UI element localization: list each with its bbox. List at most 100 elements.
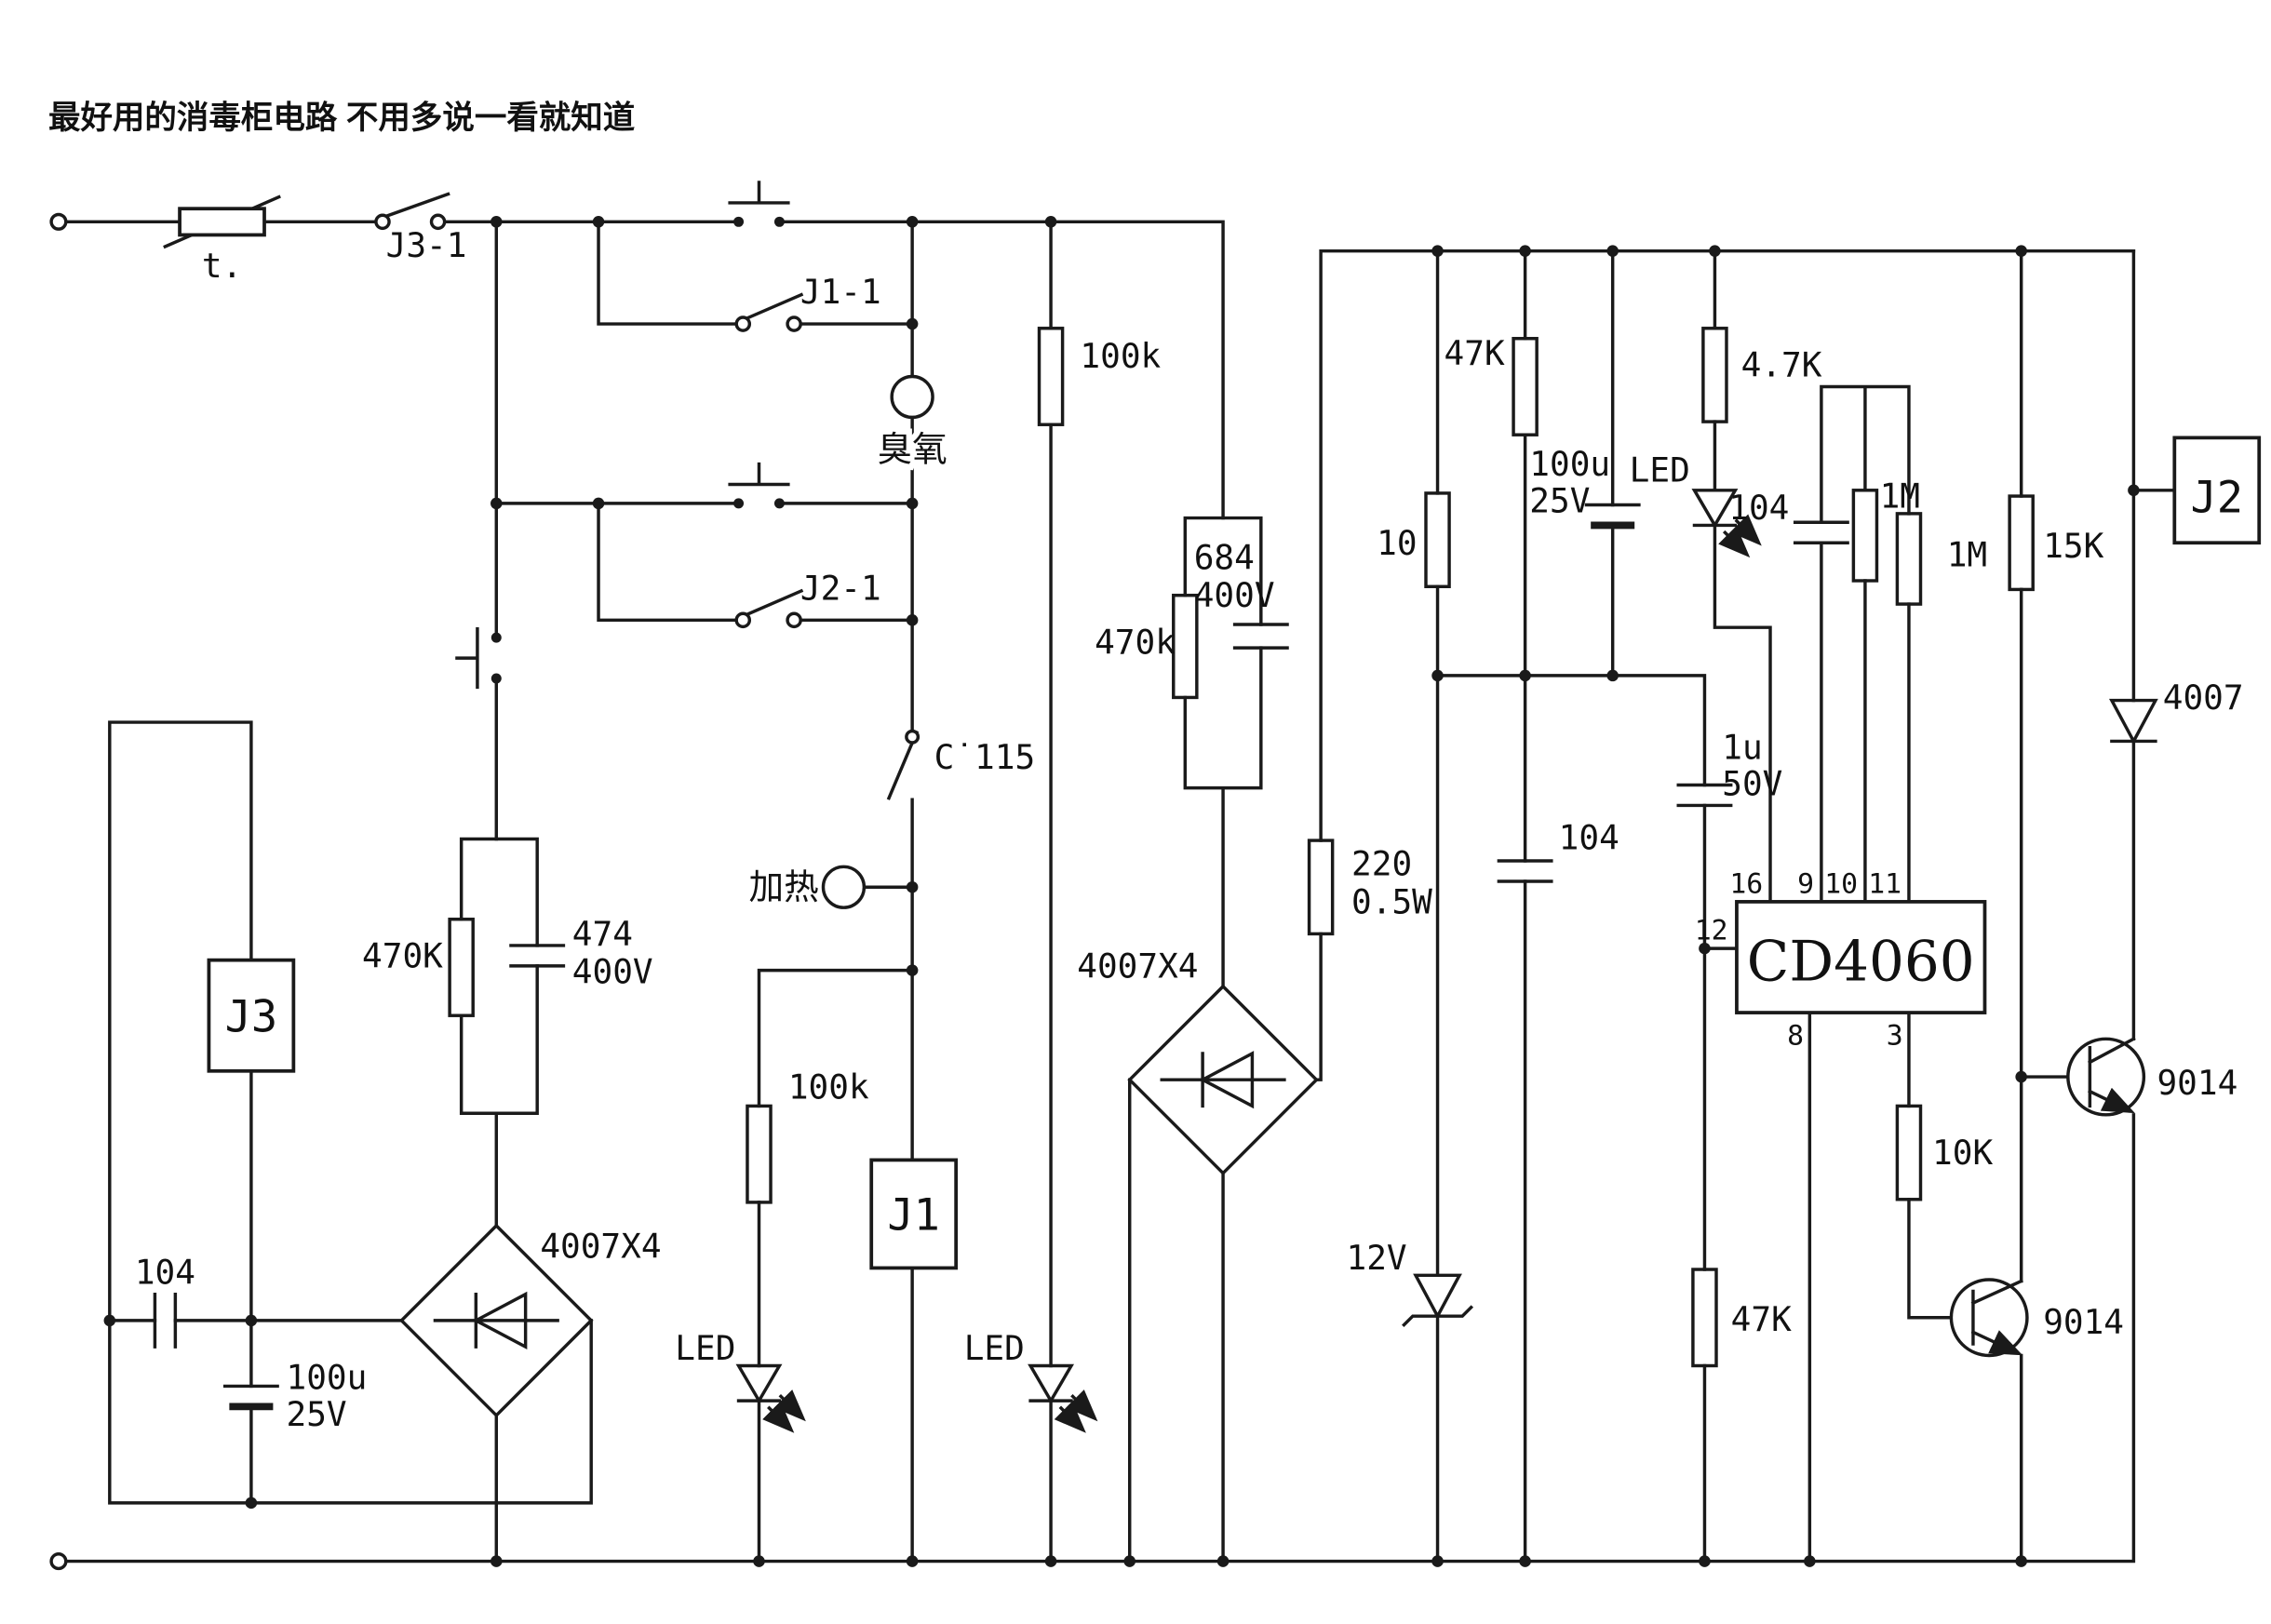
thermal-switch-contact xyxy=(905,729,920,745)
led-heat xyxy=(735,1363,806,1433)
resistor-10-label: 10 xyxy=(1377,524,1417,563)
ozone-lamp-label: 臭氧 xyxy=(878,429,947,468)
pin-3-label: 3 xyxy=(1887,1020,1903,1053)
resistor-15K xyxy=(2008,494,2035,592)
cap-1u-voltage-label: 50V xyxy=(1722,764,1782,803)
resistor-47K-bottom-label: 47K xyxy=(1731,1300,1792,1339)
ozone-lamp-symbol xyxy=(890,374,934,420)
resistor-220 xyxy=(1307,839,1335,936)
bridge2-label: 4007X4 xyxy=(1077,946,1198,986)
capacitors xyxy=(153,503,1849,1411)
cap-104-mid xyxy=(1497,859,1553,883)
cap-104-left-label: 104 xyxy=(135,1254,195,1293)
resistor-100k-ozone xyxy=(1037,327,1065,426)
relay-j2-label: J2 xyxy=(2190,472,2243,523)
relay-contact-j3-1-label: J3-1 xyxy=(386,226,467,265)
cap-100u-right-label: 100u xyxy=(1529,445,1610,484)
mains-terminal-bottom xyxy=(49,1552,68,1571)
switch-symbols xyxy=(163,181,920,800)
relay-j2-box xyxy=(2172,436,2262,545)
cap-684 xyxy=(1232,623,1289,650)
resistor-4-7K xyxy=(1701,327,1728,423)
zener-diode-12v xyxy=(1402,1273,1474,1328)
bridge-rectifier-1 xyxy=(398,1223,594,1418)
relay-contact-j2-1-label: J2-1 xyxy=(800,569,881,608)
pin-11-label: 11 xyxy=(1868,868,1901,901)
resistor-470K-label: 470K xyxy=(362,936,443,975)
resistor-10 xyxy=(1424,491,1451,588)
transistor-q2-9014 xyxy=(1949,1278,2029,1358)
heat-lamp-label: 加热 xyxy=(749,867,819,906)
cap-474 xyxy=(509,944,566,968)
cap-474-label: 474 xyxy=(572,915,633,954)
diode-4007-label: 4007 xyxy=(2163,678,2244,718)
pin-12-label: 12 xyxy=(1695,915,1728,947)
junction-dots xyxy=(103,216,2140,1567)
thermal-switch-label: C˙115 xyxy=(934,738,1036,777)
cap-104-mid-label: 104 xyxy=(1559,818,1619,857)
cap-474-voltage-label: 400V xyxy=(572,953,653,992)
resistor-1M-b-label: 1M xyxy=(1947,535,1987,574)
contact-circle xyxy=(786,315,802,332)
cap-1u xyxy=(1676,783,1733,808)
pin-8-label: 8 xyxy=(1787,1020,1804,1053)
resistor-470K xyxy=(448,918,475,1017)
resistor-1M-a xyxy=(1851,489,1879,583)
resistor-100k-heat xyxy=(746,1104,773,1204)
resistor-47K-top xyxy=(1512,337,1539,436)
cap-104-osc-label: 104 xyxy=(1728,489,1789,528)
thermistor-label: t. xyxy=(202,247,242,286)
cap-100u-right-voltage-label: 25V xyxy=(1529,481,1590,520)
relay-j1-label: J1 xyxy=(887,1190,940,1241)
led-power xyxy=(1691,489,1762,558)
resistor-470k-mid xyxy=(1172,593,1199,700)
cd4060-label: CD4060 xyxy=(1747,931,1975,995)
resistor-10K-label: 10K xyxy=(1932,1134,1993,1173)
cap-104-osc xyxy=(1793,520,1849,544)
relay-j3-box xyxy=(207,958,296,1073)
mains-terminal-top xyxy=(49,212,68,231)
resistors xyxy=(448,327,2035,1368)
cap-100u-left-voltage-label: 25V xyxy=(287,1395,347,1434)
contact-circle xyxy=(734,315,752,332)
cd4060-ic-box xyxy=(1735,900,1987,1014)
cap-1u-label: 1u xyxy=(1722,728,1762,767)
cap-684-label: 684 xyxy=(1194,538,1255,577)
thermistor-body xyxy=(178,207,266,237)
relay-j3-label: J3 xyxy=(225,991,278,1042)
relay-contact-j1-1-label: J1-1 xyxy=(800,273,881,312)
cap-104-left xyxy=(153,1292,178,1349)
contact-circle xyxy=(374,213,391,231)
led-ozone xyxy=(1028,1363,1098,1433)
bridge-rectifier-2 xyxy=(1127,984,1319,1175)
page-title: 最好用的消毒柜电路 不用多说一看就知道 xyxy=(48,101,636,136)
resistor-47K-bottom xyxy=(1691,1268,1718,1368)
resistor-470k-mid-label: 470k xyxy=(1095,623,1176,662)
resistor-220-power-label: 0.5W xyxy=(1351,882,1432,921)
transistor-q2-label: 9014 xyxy=(2043,1303,2124,1342)
diode-4007 xyxy=(2109,698,2158,745)
bridge1-label: 4007X4 xyxy=(540,1227,661,1266)
relay-j1-box xyxy=(869,1158,959,1270)
led-heat-label: LED xyxy=(675,1329,735,1368)
heat-lamp-symbol xyxy=(821,865,867,909)
led-ozone-label: LED xyxy=(964,1329,1025,1368)
resistor-15K-label: 15K xyxy=(2043,527,2103,566)
wires xyxy=(64,220,2177,1564)
transistor-q1-label: 9014 xyxy=(2157,1064,2237,1103)
resistor-47K-top-label: 47K xyxy=(1445,334,1505,373)
pin-10-label: 10 xyxy=(1824,868,1858,901)
cap-684-voltage-label: 400V xyxy=(1194,576,1275,615)
pin-16-label: 16 xyxy=(1729,868,1763,901)
resistor-220-label: 220 xyxy=(1351,845,1412,884)
contact-circle xyxy=(429,213,447,231)
contact-circle xyxy=(786,611,802,629)
resistor-4-7K-label: 4.7K xyxy=(1741,346,1822,385)
led-power-label: LED xyxy=(1630,450,1690,490)
resistor-100k-ozone-label: 100k xyxy=(1080,337,1161,376)
contact-circle xyxy=(734,611,752,629)
zener-12v-label: 12V xyxy=(1347,1239,1407,1278)
pin-9-label: 9 xyxy=(1797,868,1814,901)
